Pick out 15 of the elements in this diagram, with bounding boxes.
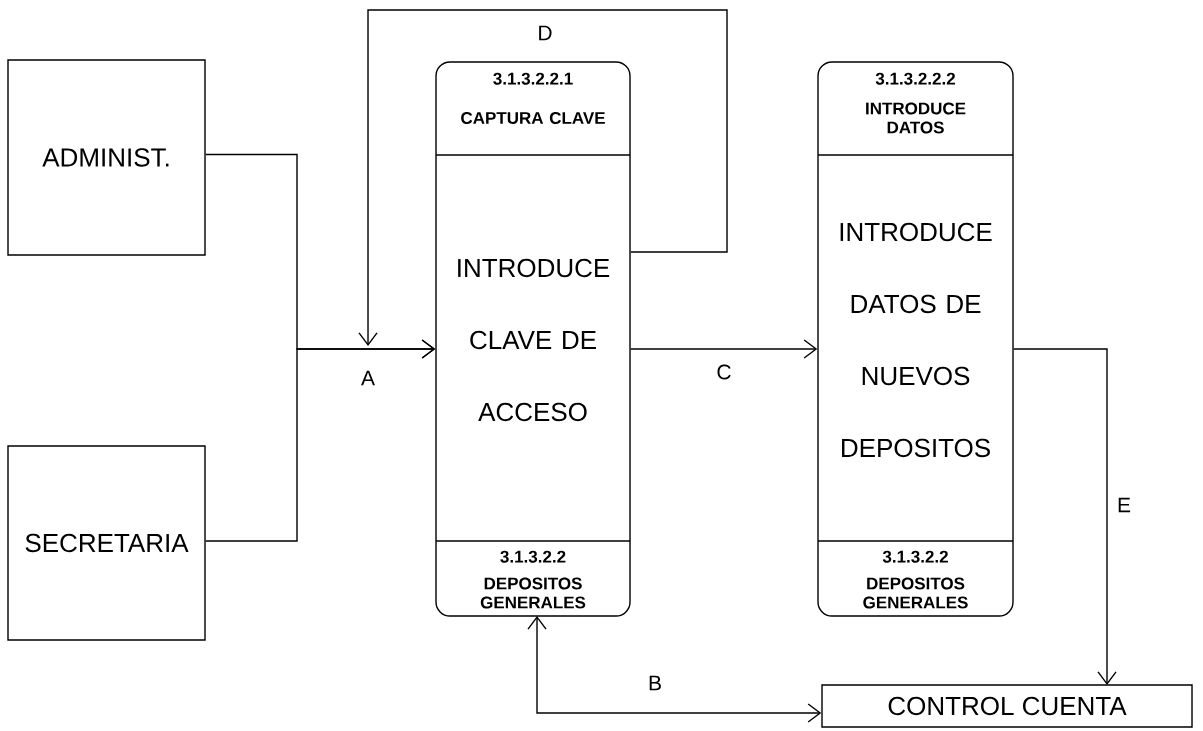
arrow (630, 339, 818, 359)
arrow (205, 339, 436, 542)
arrow (1013, 348, 1117, 685)
process-box: 3.1.3.2.2.2 INTRODUCE DATOS INTRODUCE DATOS DE NUEVOS DEPOSITOS 3.1.3.2.2 DEPOSITOS GENERALES (817, 61, 1014, 617)
arrow (527, 616, 822, 723)
process-box: 3.1.3.2.2.1 CAPTURA CLAVE INTRODUCE CLAVE DE ACCESO 3.1.3.2.2 DEPOSITOS GENERALES (435, 61, 631, 617)
edge-label: E (1115, 495, 1133, 515)
arrow (358, 9, 728, 346)
edge-label: C (714, 362, 734, 382)
edge-label: D (535, 23, 555, 43)
edge-label: A (359, 368, 377, 388)
entity-box: ADMINIST. (7, 59, 206, 256)
entity-box: CONTROL CUENTA (821, 684, 1193, 728)
entity-box: SECRETARIA (7, 445, 206, 641)
edge-label: B (646, 673, 664, 693)
